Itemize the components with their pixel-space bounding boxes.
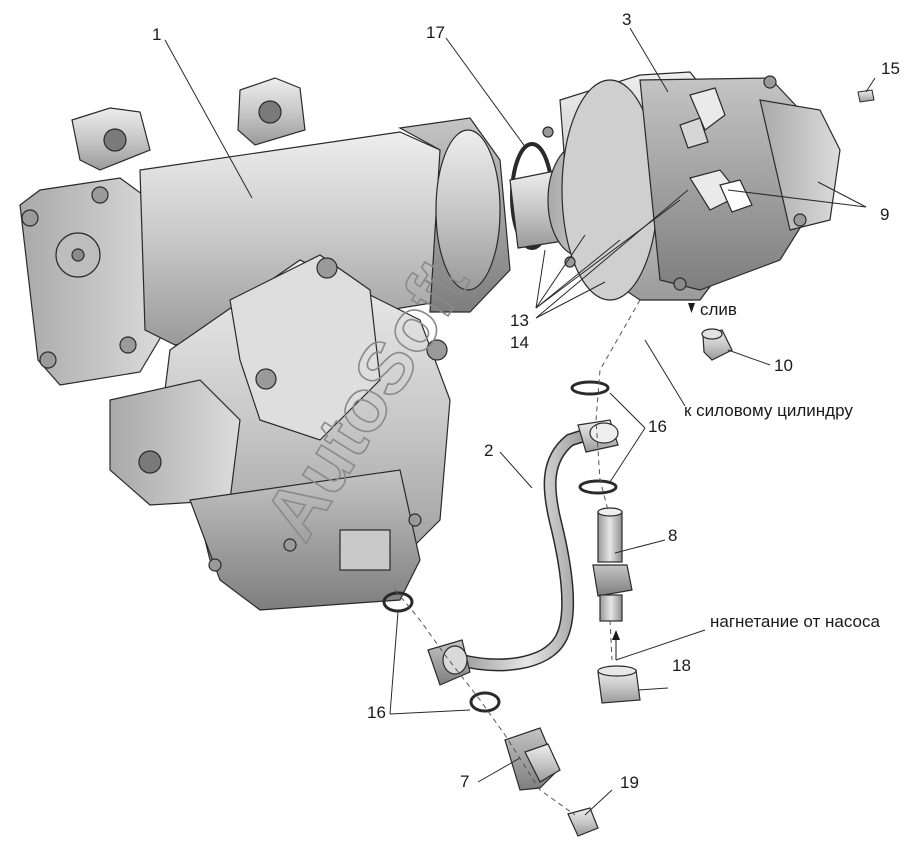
assembly-axes (394, 299, 641, 816)
pressure-arrow-icon (612, 630, 620, 640)
union-fitting-8 (592, 507, 633, 622)
to-cylinder-note: к силовому цилиндру (684, 401, 853, 420)
callout-3: 3 (622, 10, 631, 29)
drain-arrow-icon (688, 303, 695, 313)
callout-9: 9 (880, 205, 889, 224)
callout-14: 14 (510, 333, 529, 352)
bolt-19 (567, 807, 599, 837)
flow-arrows (612, 303, 695, 660)
from-pump-note: нагнетание от насоса (710, 612, 881, 631)
plug-10 (701, 328, 733, 361)
callout-19: 19 (620, 773, 639, 792)
drain-note: слив (700, 300, 737, 319)
steering-gear-housing (19, 77, 511, 611)
callout-17: 17 (426, 23, 445, 42)
callout-16-lower: 16 (367, 703, 386, 722)
callout-2: 2 (484, 441, 493, 460)
callout-8: 8 (668, 526, 677, 545)
callout-7: 7 (460, 772, 469, 791)
control-valve-assembly (509, 71, 841, 301)
callout-labels: 1 2 3 7 8 9 10 13 14 15 16 16 17 18 19 (152, 10, 900, 792)
pressure-pipe-2 (427, 419, 619, 686)
callout-18: 18 (672, 656, 691, 675)
callout-16-upper: 16 (648, 417, 667, 436)
callout-15: 15 (881, 59, 900, 78)
callout-10: 10 (774, 356, 793, 375)
banjo-bolt-7 (504, 727, 561, 791)
leader-lines (164, 27, 876, 816)
callout-13: 13 (510, 311, 529, 330)
callout-1: 1 (152, 25, 161, 44)
flow-notes: слив к силовому цилиндру нагнетание от н… (684, 300, 881, 631)
cap-18 (597, 665, 641, 704)
